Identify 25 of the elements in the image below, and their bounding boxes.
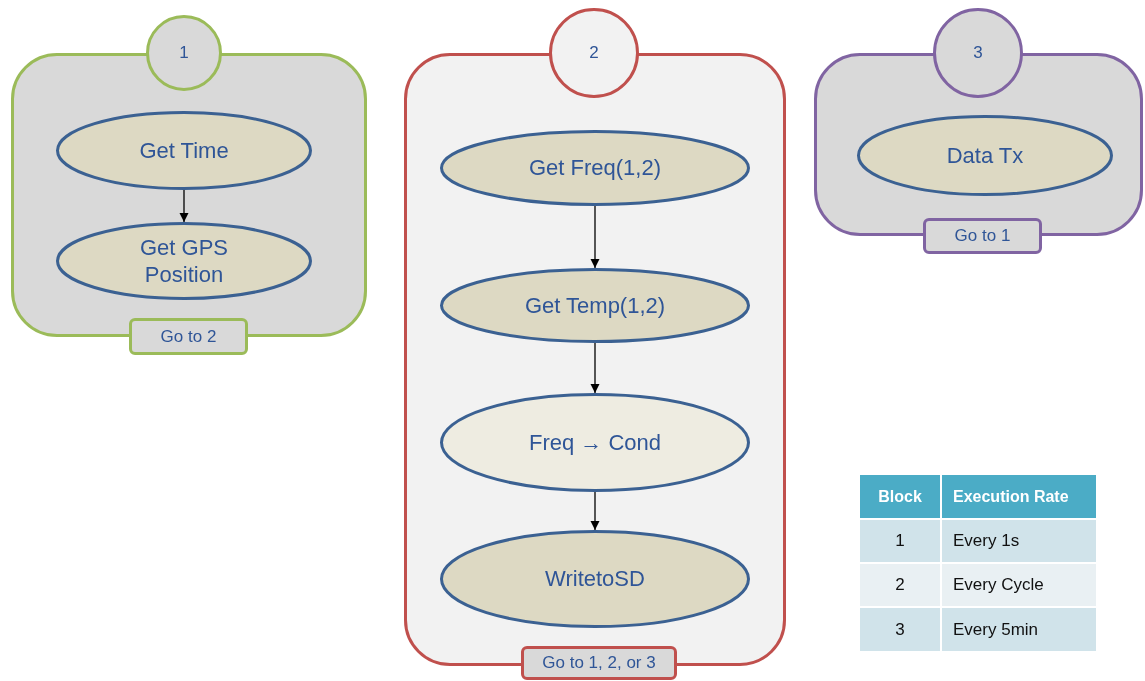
arrow (179, 189, 189, 223)
goto-tab: Go to 1, 2, or 3 (521, 646, 677, 680)
table-cell: Every Cycle (941, 563, 1097, 607)
table-header-cell: Block (859, 474, 941, 519)
goto-tab: Go to 2 (129, 318, 248, 355)
step-number-circle: 1 (146, 15, 222, 91)
table-cell: 3 (859, 607, 941, 652)
arrow (590, 491, 600, 531)
step-number-circle: 2 (549, 8, 639, 98)
process-ellipse: Freq → Cond (440, 393, 750, 492)
process-ellipse: Get Temp(1,2) (440, 268, 750, 343)
table-cell: 2 (859, 563, 941, 607)
process-ellipse: Get GPS Position (56, 222, 312, 300)
process-ellipse: WritetoSD (440, 530, 750, 628)
table-header-cell: Execution Rate (941, 474, 1097, 519)
arrow (590, 342, 600, 394)
process-ellipse: Data Tx (857, 115, 1113, 196)
process-ellipse: Get Freq(1,2) (440, 130, 750, 206)
arrow (590, 205, 600, 269)
table-cell: 1 (859, 519, 941, 563)
goto-tab: Go to 1 (923, 218, 1042, 254)
step-number-circle: 3 (933, 8, 1023, 98)
table-cell: Every 5min (941, 607, 1097, 652)
process-ellipse: Get Time (56, 111, 312, 190)
table-cell: Every 1s (941, 519, 1097, 563)
